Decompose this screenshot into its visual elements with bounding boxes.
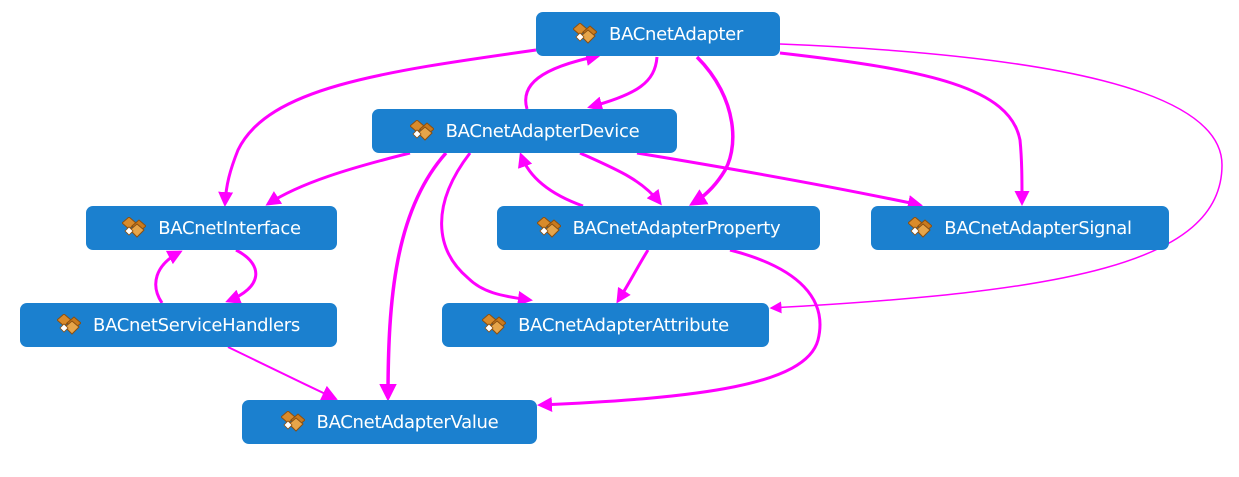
- edge-adapter-to-signal: [779, 51, 1030, 206]
- node-bacnet-adapter-signal[interactable]: BACnetAdapterSignal: [871, 206, 1169, 250]
- edge-property-to-device: [518, 152, 584, 208]
- edge-device-to-signal: [636, 151, 923, 210]
- class-icon: [536, 217, 561, 239]
- edge-adapter-to-attribute: [769, 43, 1223, 314]
- node-bacnet-adapter-device[interactable]: BACnetAdapterDevice: [372, 109, 677, 153]
- class-icon: [908, 217, 933, 239]
- edge-device-to-attribute: [440, 152, 533, 306]
- edge-adapter-to-interface: [218, 48, 537, 207]
- class-icon: [482, 314, 507, 336]
- node-label: BACnetAdapterSignal: [944, 217, 1132, 239]
- class-icon: [280, 411, 305, 433]
- class-icon: [409, 120, 434, 142]
- node-label: BACnetAdapterProperty: [572, 217, 781, 239]
- edge-adapter-to-device: [587, 56, 659, 112]
- node-bacnet-adapter-attribute[interactable]: BACnetAdapterAttribute: [442, 303, 769, 347]
- edge-interface-to-handlers: [225, 248, 258, 304]
- node-bacnet-adapter[interactable]: BACnetAdapter: [536, 12, 780, 56]
- edge-device-to-interface: [265, 151, 411, 206]
- edge-property-to-value: [537, 248, 822, 412]
- edge-property-to-attribute: [616, 249, 650, 304]
- node-label: BACnetInterface: [158, 217, 301, 239]
- node-label: BACnetAdapterAttribute: [518, 314, 729, 336]
- node-bacnet-adapter-property[interactable]: BACnetAdapterProperty: [497, 206, 820, 250]
- node-bacnet-interface[interactable]: BACnetInterface: [86, 206, 337, 250]
- edge-device-to-value: [379, 151, 448, 402]
- class-icon: [57, 314, 82, 336]
- node-label: BACnetAdapter: [609, 23, 743, 45]
- node-label: BACnetServiceHandlers: [93, 314, 300, 336]
- edge-handlers-to-interface: [154, 250, 183, 304]
- class-icon: [122, 217, 147, 239]
- edge-adapter-to-property: [688, 55, 735, 206]
- node-label: BACnetAdapterValue: [316, 411, 499, 433]
- node-bacnet-service-handlers[interactable]: BACnetServiceHandlers: [20, 303, 337, 347]
- edge-handlers-to-value: [227, 346, 338, 401]
- node-label: BACnetAdapterDevice: [445, 120, 640, 142]
- edge-device-to-adapter: [524, 51, 601, 110]
- node-bacnet-adapter-value[interactable]: BACnetAdapterValue: [242, 400, 537, 444]
- edge-device-to-property: [579, 151, 662, 206]
- class-icon: [573, 23, 598, 45]
